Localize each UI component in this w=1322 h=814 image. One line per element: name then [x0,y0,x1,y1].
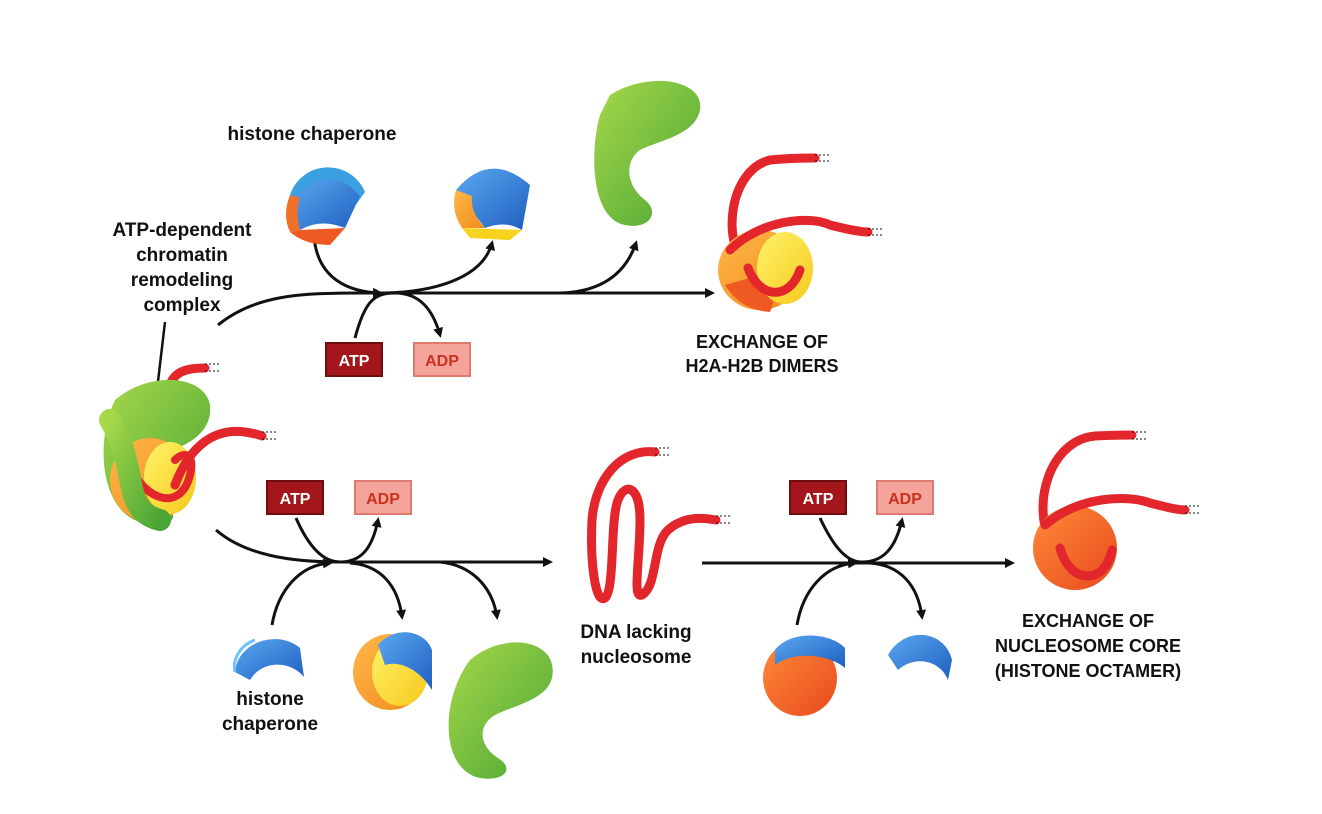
top-result-nucleosome [718,153,882,312]
bottom-adp-badge-2: ADP [876,480,934,515]
remodeler-label-line3: remodeling [131,270,233,291]
remodeler-pointer-line [155,321,167,391]
top-chaperone-with-new-dimer [454,168,530,240]
top-atp-text: ATP [339,353,370,370]
bottom-released-remodeler [448,642,553,779]
bottom-atp-adp-arrow-1 [294,517,382,564]
remodeler-label-line4: complex [143,295,221,316]
bottom-chaperone-out-arrow-2 [869,561,927,620]
bottom-empty-chaperone [232,638,304,680]
top-remodeler-release-arrow [559,240,639,295]
naked-dna [587,447,732,604]
bottom-atp-adp-arrow-2 [818,517,906,564]
dna-lacking-label-line2: nucleosome [581,647,692,668]
bottom-atp-badge-2: ATP [789,480,847,515]
released-empty-chaperone [888,634,952,680]
top-chaperone-in-arrow [312,236,383,298]
top-main-arrow [217,288,715,327]
top-adp-badge: ADP [413,342,471,377]
remodeler-label-line1: ATP-dependent [113,220,253,241]
top-atp-adp-arrow [353,291,443,339]
bottom-remodeler-out-arrow [439,560,501,620]
top-atp-badge: ATP [325,342,383,377]
bottom-adp-text-2: ADP [888,491,922,508]
top-adp-text: ADP [425,353,459,370]
bottom-adp-text-1: ADP [366,491,400,508]
bottom-chaperone-in-arrow-1 [270,558,333,626]
top-chaperone-with-old-dimer [286,167,365,245]
remodeler-label-line2: chromatin [136,245,228,266]
bottom-chaperone-label-line1: histone [236,689,304,710]
top-chaperone-out-arrow [384,240,495,295]
bottom-result-nucleosome [1033,430,1200,590]
exchange-core-label-line2: NUCLEOSOME CORE [995,636,1181,656]
dna-lacking-label-line1: DNA lacking [580,622,691,643]
released-old-octamer [353,632,432,710]
bottom-octamer-out-arrow-1 [349,561,407,620]
bottom-chaperone-label-line2: chaperone [222,714,318,735]
exchange-core-label-line1: EXCHANGE OF [1022,611,1154,631]
exchange-dimers-label-line1: EXCHANGE OF [696,332,828,352]
bottom-adp-badge-1: ADP [354,480,412,515]
top-chaperone-label: histone chaperone [228,124,397,145]
exchange-core-label-line3: (HISTONE OCTAMER) [995,661,1181,681]
exchange-dimers-label-line2: H2A-H2B DIMERS [685,356,838,376]
bottom-octamer-in-arrow-2 [795,558,858,626]
top-released-remodeler [594,80,701,226]
remodeler-bound-nucleosome [99,363,276,531]
bottom-atp-text-1: ATP [280,491,311,508]
bottom-atp-text-2: ATP [803,491,834,508]
new-octamer-with-chaperone [763,635,845,716]
bottom-atp-badge-1: ATP [266,480,324,515]
bottom-main-arrow-1 [215,528,553,567]
